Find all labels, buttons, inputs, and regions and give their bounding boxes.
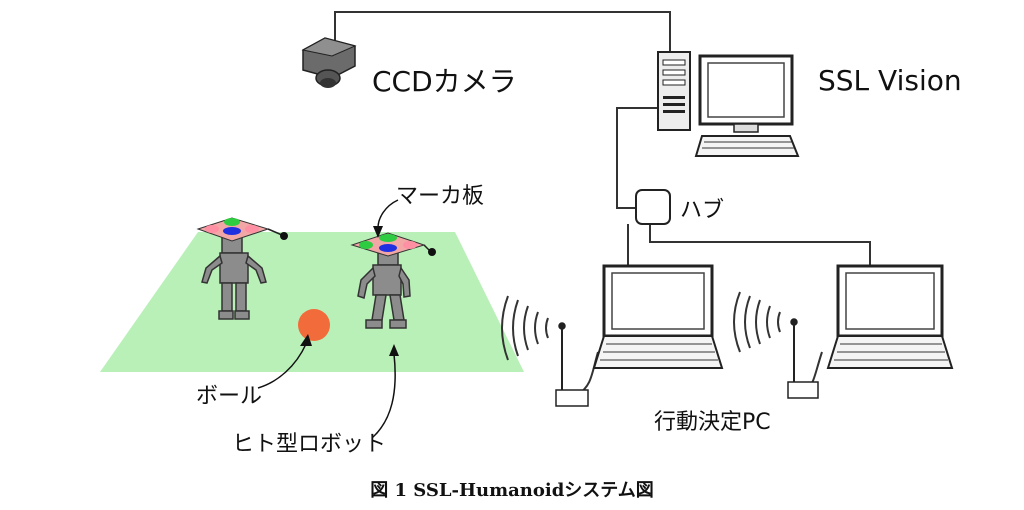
laptop-icon (826, 264, 954, 369)
robot-icon (201, 236, 267, 320)
wireless-signal-icon (733, 291, 781, 353)
camera-icon (301, 37, 357, 88)
camera-label: CCDカメラ (372, 65, 517, 98)
marker-label: マーカ板 (396, 184, 485, 209)
hub-icon (635, 189, 671, 225)
decision-pc-label: 行動決定PC (654, 410, 771, 435)
desktop-pc-icon (657, 51, 800, 157)
marker-plate-icon (196, 217, 288, 242)
wireless-signal-icon (501, 295, 549, 361)
ball-icon (298, 309, 330, 341)
pointer-arrows (257, 199, 399, 439)
network-cables (334, 11, 871, 395)
robot-label: ヒト型ロボット (232, 432, 387, 457)
wireless-adapter-icon (787, 318, 819, 399)
robot-icon (357, 250, 411, 329)
wireless-adapter-icon (555, 322, 589, 407)
figure-caption: 図 1 SSL-Humanoidシステム図 (370, 480, 654, 501)
arrow-heads (300, 226, 399, 356)
marker-plate-icon (350, 232, 436, 257)
hub-label: ハブ (680, 198, 725, 223)
laptop-icon (592, 264, 724, 369)
soccer-field (100, 232, 524, 372)
vision-label: SSL Vision (818, 64, 962, 97)
ball-label: ボール (196, 384, 263, 409)
